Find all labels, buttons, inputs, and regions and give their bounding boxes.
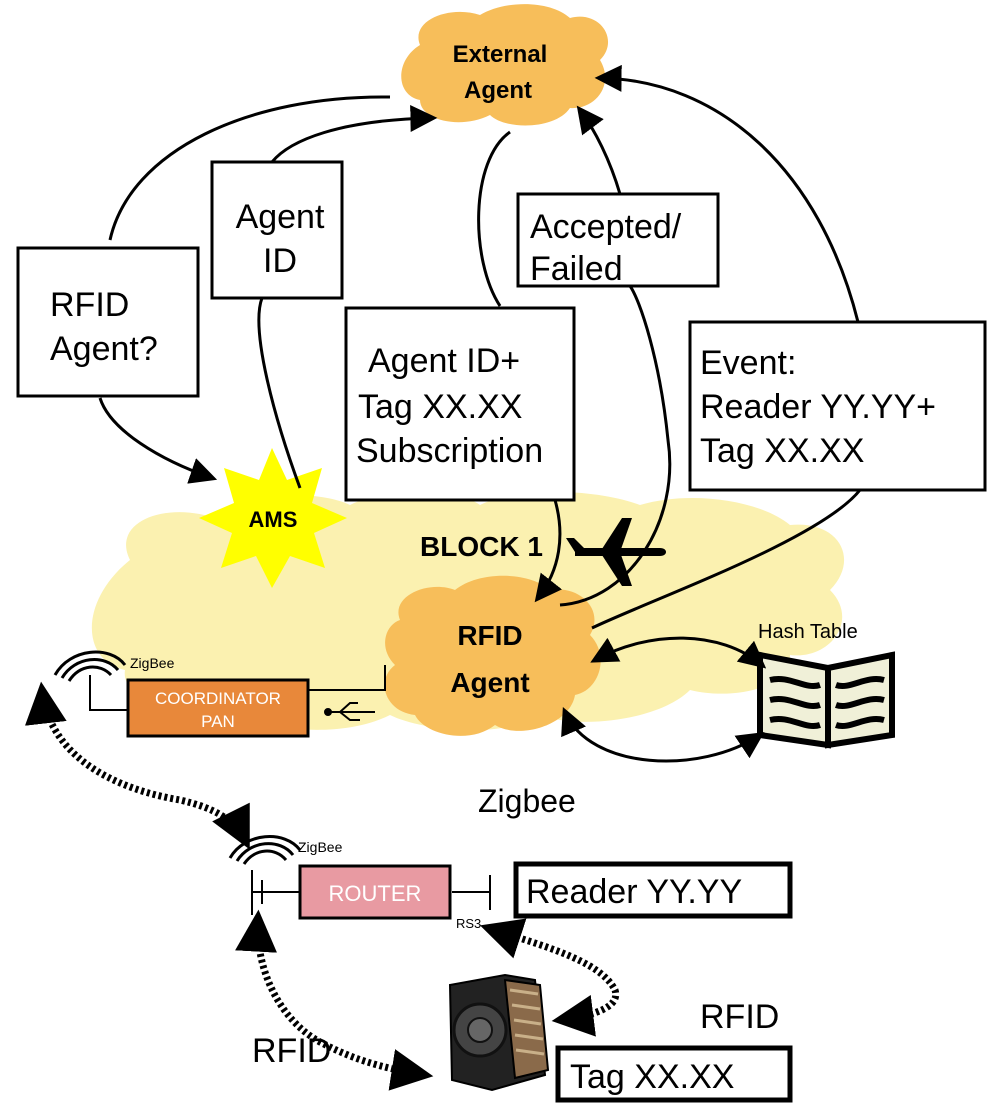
subscription-text-3: Subscription: [356, 432, 543, 470]
subscription-text-2: Tag XX.XX: [358, 388, 522, 426]
zigbee-label: Zigbee: [478, 783, 576, 819]
arrow-rfid-to-external-event: [592, 78, 862, 630]
rs-label: RS3: [456, 916, 481, 931]
accepted-text: Accepted/: [530, 208, 682, 246]
arrow-query-to-ams: [98, 95, 391, 478]
reader-text: Reader YY.YY: [526, 873, 742, 911]
book-icon: [757, 651, 895, 749]
rfid-agent-query-text-2: Agent?: [50, 330, 158, 368]
dotted-router-device: [235, 909, 434, 1091]
rfid-left-label: RFID: [252, 1032, 331, 1070]
rfid-agent-query-text: RFID: [50, 286, 129, 324]
router-box: [298, 864, 452, 920]
agent-id-box: [210, 160, 344, 300]
arrow-rfid-hash-bottom: [561, 707, 765, 763]
rfid-right-label: RFID: [700, 998, 779, 1036]
agent-id-text: Agent: [236, 198, 325, 236]
event-text-3: Tag XX.XX: [700, 432, 864, 470]
coordinator-antenna-icon: [53, 650, 127, 682]
ams-label: AMS: [249, 507, 298, 532]
rfid-agent-label-2: Agent: [450, 667, 529, 698]
arrow-rfid-to-external-accepted: [560, 110, 672, 607]
router-antenna-icon: [228, 835, 302, 865]
reader-box: [513, 861, 793, 919]
coordinator-label-2: PAN: [201, 712, 235, 731]
event-box: [688, 320, 987, 492]
dotted-reader-tag: [480, 918, 620, 1037]
accepted-box: [516, 192, 720, 288]
rfid-agent-label: RFID: [457, 620, 522, 651]
subscription-text: Agent ID+: [368, 342, 520, 380]
subscription-box: [344, 306, 576, 502]
dotted-coordinator-router: [24, 681, 250, 850]
coordinator-label: COORDINATOR: [155, 689, 281, 708]
agent-id-text-2: ID: [263, 242, 297, 280]
block-label: BLOCK 1: [420, 531, 543, 562]
event-text-2: Reader YY.YY+: [700, 388, 936, 426]
arrow-rfid-hash-top: [590, 636, 767, 669]
arrow-subscription-to-rfid: [477, 130, 560, 598]
router-zigbee-label: ZigBee: [298, 839, 343, 855]
accepted-text-2: Failed: [530, 250, 623, 288]
tag-box: [555, 1045, 793, 1103]
tag-text: Tag XX.XX: [570, 1058, 734, 1096]
external-agent-label-2: Agent: [464, 77, 532, 104]
router-wire: [251, 870, 491, 915]
hash-table-label: Hash Table: [758, 621, 858, 643]
event-text: Event:: [700, 344, 796, 382]
rfid-agent-query-box: [16, 246, 200, 398]
arrow-ams-to-external: [257, 118, 432, 489]
coordinator-zigbee-label: ZigBee: [130, 655, 175, 671]
router-label: ROUTER: [329, 881, 422, 906]
rfid-reader-device-icon: [448, 973, 550, 1092]
usb-icon: [324, 702, 375, 721]
external-agent-label: External: [453, 41, 548, 68]
